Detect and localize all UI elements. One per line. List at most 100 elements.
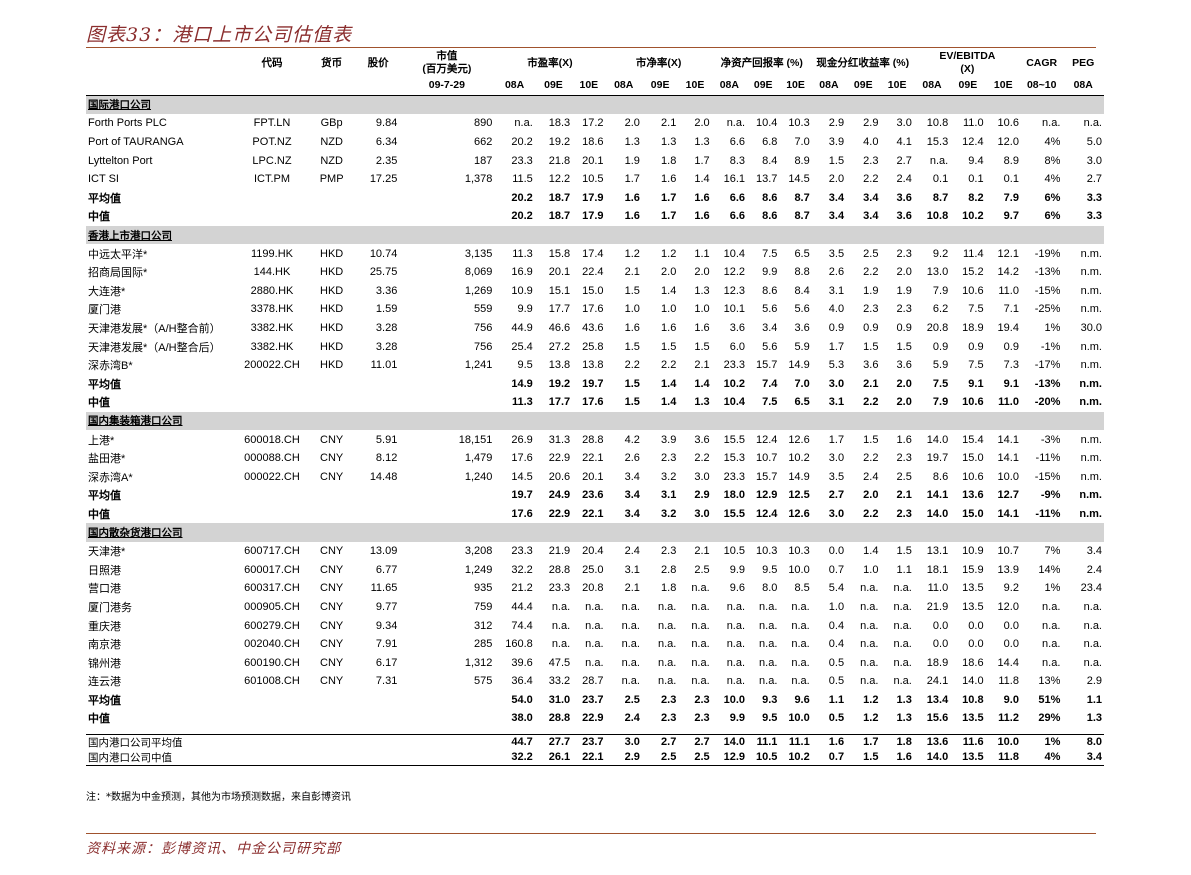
table-cell: 25.75 (369, 266, 398, 279)
table-cell: 22.4 (582, 266, 604, 279)
table-cell: 2.1 (624, 582, 640, 595)
table-cell: 9.84 (375, 117, 398, 130)
table-cell: 6.6 (729, 136, 746, 149)
table-cell: 2.2 (694, 452, 710, 465)
table-cell: n.a. (929, 154, 949, 167)
row-label: 中值 (88, 211, 110, 224)
table-cell: n.a. (860, 582, 879, 595)
table-cell: 10.0 (997, 470, 1019, 483)
table-cell: 10.9 (511, 284, 533, 297)
table-cell: 2.7 (678, 733, 712, 750)
subheader-cell: 09E (846, 76, 881, 96)
table-cell: 2.1 (896, 489, 912, 502)
table-cell: 8.7 (932, 191, 949, 204)
table-cell: 18.3 (548, 117, 571, 130)
subheader-cell: 08A (811, 76, 847, 96)
table-cell: 3,208 (464, 545, 493, 558)
table-cell: 32.2 (511, 563, 533, 576)
table-cell: 11.2 (998, 712, 1019, 725)
table-cell (357, 709, 399, 728)
table-cell: n.a. (1042, 656, 1061, 669)
table-cell: 21.9 (548, 545, 571, 558)
table-cell: 17.4 (582, 247, 604, 260)
table-cell (238, 709, 307, 728)
table-cell: 14.0 (913, 749, 951, 766)
table-cell (306, 189, 357, 208)
table-cell: -15% (1034, 470, 1061, 483)
table-cell: 2.3 (661, 693, 677, 706)
subheader-cell (237, 76, 307, 96)
table-cell: 7.1 (1003, 303, 1019, 316)
row-label: Port of TAURANGA (88, 136, 184, 149)
table-cell: 1,479 (464, 452, 493, 465)
table-cell: 10.74 (369, 247, 398, 260)
table-cell: 7.91 (375, 638, 398, 651)
table-cell: n.a. (860, 619, 879, 632)
table-cell: 20.1 (582, 154, 604, 167)
table-cell: 1,240 (464, 470, 493, 483)
table-cell: 6.8 (762, 136, 778, 149)
table-cell: 2.9 (694, 489, 710, 502)
table-cell: 13.5 (962, 600, 984, 613)
table-cell: 3.0 (1086, 154, 1102, 167)
row-label: 中值 (88, 397, 110, 410)
table-cell (306, 505, 357, 524)
section-header: 香港上市港口公司 (86, 225, 1104, 245)
table-cell (306, 691, 357, 710)
table-cell: 19.7 (926, 452, 949, 465)
table-cell: 2.3 (661, 712, 677, 725)
table-cell: n.a. (893, 638, 912, 651)
table-cell: 11.5 (512, 173, 533, 186)
table-cell: 2.0 (661, 266, 677, 279)
table-cell (399, 189, 494, 208)
row-label: 中值 (88, 713, 110, 726)
table-cell: 3378.HK (250, 303, 294, 316)
table-cell: 1.6 (661, 322, 677, 335)
table-cell: 9.9 (517, 303, 533, 316)
table-cell: 3.6 (896, 359, 912, 372)
row-label: 日照港 (88, 564, 121, 577)
table-cell: GBp (320, 117, 343, 130)
subheader-cell: 10E (572, 76, 606, 96)
table-cell: 2.0 (896, 266, 912, 279)
table-cell: 28.8 (548, 712, 571, 725)
table-cell: 12.5 (788, 489, 810, 502)
table-cell: 17.25 (369, 173, 398, 186)
table-cell: 6.17 (375, 656, 398, 669)
table-cell: 17.6 (511, 507, 533, 520)
subheader-cell (356, 76, 400, 96)
table-cell: 1.7 (828, 433, 845, 446)
table-cell: 6.5 (794, 396, 810, 409)
valuation-table: 代码 货币 股价 市值 (百万美元) 市盈率(X) 市净率(X) 净资产回报率 … (86, 50, 1104, 766)
table-cell: 2.7 (1086, 173, 1102, 186)
table-cell: n.a. (759, 656, 778, 669)
table-cell (399, 375, 494, 394)
table-cell: 0.1 (932, 173, 949, 186)
table-cell: 2.4 (624, 712, 640, 725)
table-cell (399, 749, 495, 766)
table-cell: 44.4 (511, 600, 533, 613)
table-cell: n.a. (657, 675, 677, 688)
table-cell: 20.8 (582, 582, 604, 595)
table-cell: 8.12 (375, 452, 398, 465)
table-cell: -11% (1035, 452, 1061, 465)
table-cell: n.m. (1080, 284, 1102, 297)
table-cell: 14.2 (997, 266, 1019, 279)
table-cell: 5.0 (1086, 136, 1102, 149)
table-cell: 22.1 (582, 507, 604, 520)
table-cell: 7.5 (762, 396, 778, 409)
table-cell: 22.9 (548, 452, 571, 465)
table-cell: 1.0 (624, 303, 640, 316)
table-cell: n.a. (621, 675, 640, 688)
header-row-1: 代码 货币 股价 市值 (百万美元) 市盈率(X) 市净率(X) 净资产回报率 … (86, 50, 1104, 76)
table-cell: 3.4 (624, 507, 640, 520)
table-cell: 15.4 (962, 433, 984, 446)
table-cell (238, 375, 307, 394)
table-cell: CNY (320, 619, 344, 632)
table-cell: 29% (1038, 712, 1061, 725)
